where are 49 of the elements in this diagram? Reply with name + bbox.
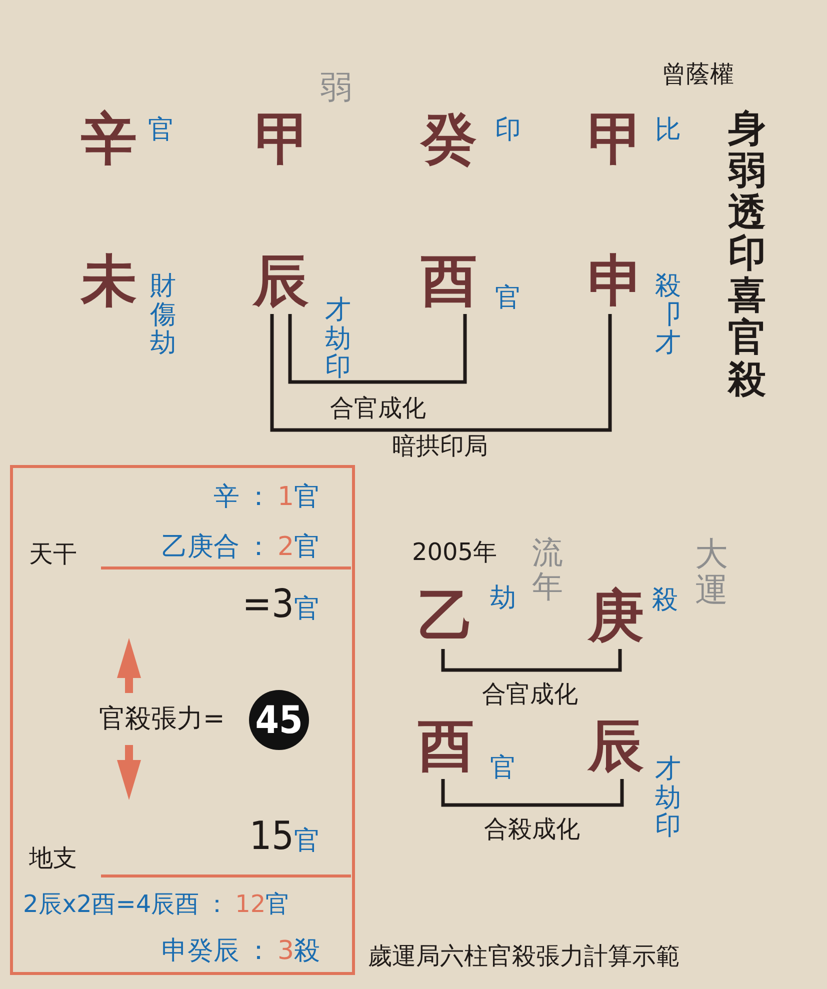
ten-god-annotation: 官 <box>490 752 516 785</box>
calculation-text: 15官 <box>249 814 320 861</box>
ten-god-annotation: 財傷劫 <box>150 272 176 358</box>
year-label: 2005年 <box>412 537 498 568</box>
person-name: 曾蔭權 <box>662 59 734 90</box>
calculation-panel <box>10 465 355 975</box>
bracket-connector <box>288 314 467 384</box>
calculation-text: 天干 <box>29 540 77 569</box>
bracket-connector <box>441 779 624 807</box>
decade-luck-label: 大運 <box>695 536 728 609</box>
bracket-connector <box>270 314 612 432</box>
ten-god-annotation: 殺卩才 <box>655 272 681 358</box>
ten-god-annotation: 才劫印 <box>325 296 351 382</box>
result-circle: 45 <box>249 690 309 750</box>
edge-label: 合官成化 <box>329 393 427 424</box>
stem-branch-character: 辰 <box>585 715 647 777</box>
stem-branch-character: 辛 <box>78 108 140 170</box>
stem-branch-character: 酉 <box>418 250 480 312</box>
stem-branch-character: 甲 <box>252 108 314 170</box>
ten-god-annotation: 印 <box>495 114 521 147</box>
ten-god-annotation: 比 <box>655 114 681 147</box>
ten-god-annotation: 殺 <box>652 584 678 617</box>
stem-branch-character: 辰 <box>250 250 312 312</box>
stem-branch-character: 未 <box>78 250 140 312</box>
caption: 歲運局六柱官殺張力計算示範 <box>368 941 680 972</box>
ten-god-annotation: 弱 <box>320 67 352 108</box>
calculation-text: 辛：1官 <box>213 482 320 514</box>
stem-branch-character: 庚 <box>585 585 647 647</box>
edge-label: 合殺成化 <box>483 814 581 845</box>
stem-branch-character: 乙 <box>415 585 477 647</box>
edge-label: 暗拱印局 <box>391 431 489 462</box>
stem-branch-character: 癸 <box>418 108 480 170</box>
bracket-connector <box>441 649 622 672</box>
stem-branch-character: 甲 <box>585 108 647 170</box>
annual-luck-label: 流年 <box>532 536 563 604</box>
ten-god-annotation: 官 <box>495 282 521 315</box>
stem-branch-character: 酉 <box>415 715 477 777</box>
calculation-text: 地支 <box>29 844 77 873</box>
calculation-text: 申癸辰：3殺 <box>161 936 320 968</box>
ten-god-annotation: 劫 <box>490 582 516 615</box>
calculation-text: =3官 <box>242 582 320 629</box>
ten-god-annotation: 官 <box>148 114 174 147</box>
ten-god-annotation: 才劫印 <box>655 755 681 841</box>
calculation-text: 乙庚合：2官 <box>161 532 320 564</box>
chart-title: 身弱透印喜官殺 <box>728 108 766 401</box>
calculation-text: 2辰x2酉=4辰酉：12官 <box>23 890 290 919</box>
stem-branch-character: 申 <box>585 250 647 312</box>
edge-label: 合官成化 <box>481 679 579 710</box>
calculation-text: 官殺張力= <box>99 704 225 736</box>
